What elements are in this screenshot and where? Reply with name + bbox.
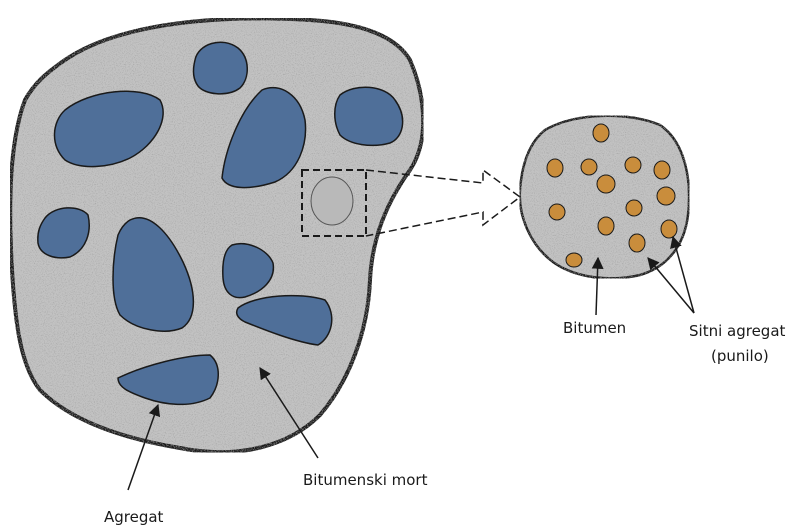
filler-particle <box>654 161 670 179</box>
filler-particle <box>661 220 677 238</box>
zoomed-mortar <box>520 116 689 279</box>
filler-particle <box>593 124 609 142</box>
filler-particle <box>597 175 615 193</box>
label-filler-line1: Sitni agregat <box>689 322 786 340</box>
aggregate-particle <box>193 42 247 94</box>
label-bitumen: Bitumen <box>563 319 626 337</box>
filler-particle <box>581 159 597 175</box>
filler-particle <box>598 217 614 235</box>
filler-particle <box>547 159 563 177</box>
filler-particle <box>625 157 641 173</box>
label-filler-line2: (punilo) <box>711 347 769 365</box>
filler-particle <box>629 234 645 252</box>
zoom-sample <box>311 177 353 225</box>
label-aggregate: Agregat <box>104 508 164 526</box>
filler-particle <box>657 187 675 205</box>
aggregate-particle <box>335 87 403 145</box>
label-mortar: Bitumenski mort <box>303 471 428 489</box>
filler-particle <box>566 253 582 267</box>
filler-particle <box>549 204 565 220</box>
filler-particle <box>626 200 642 216</box>
